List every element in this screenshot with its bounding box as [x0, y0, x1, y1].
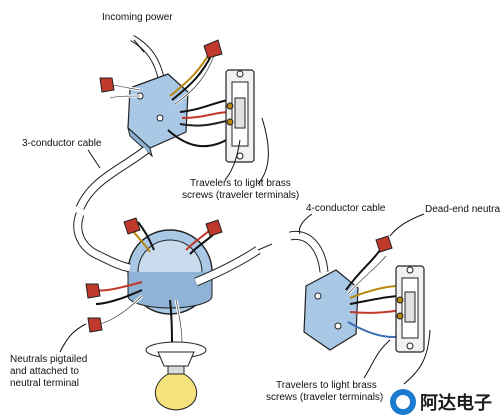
- neutrals-leader: [59, 323, 87, 353]
- ceiling-cable-left: [97, 251, 131, 273]
- right-switch: [395, 265, 425, 353]
- right-leaders: [363, 213, 431, 385]
- watermark-logo-icon: [390, 389, 416, 415]
- neutrals-label-line2: and attached to: [10, 366, 79, 377]
- top-switch: [225, 69, 255, 163]
- top-junction-box: [127, 73, 189, 158]
- right-wire-nuts: [375, 235, 393, 253]
- top-leaders: [133, 39, 269, 185]
- four-conductor-label: 4-conductor cable: [306, 203, 386, 214]
- travelers-top-label-line1: Travelers to light brass: [190, 178, 291, 189]
- dead-end-neutral-label: Dead-end neutral: [425, 204, 500, 215]
- incoming-power-label: Incoming power: [102, 12, 173, 23]
- right-junction-box: [303, 269, 359, 351]
- watermark-text: 阿达电子: [420, 393, 492, 414]
- four-conductor-cable: [257, 213, 329, 273]
- top-wire-nuts: [99, 39, 223, 93]
- three-conductor-cable: [73, 146, 149, 261]
- neutrals-label-line3: neutral terminal: [10, 378, 79, 389]
- three-conductor-label: 3-conductor cable: [22, 138, 102, 149]
- incoming-power-cable: [130, 34, 166, 83]
- travelers-top-label-line2: screws (traveler terminals): [182, 190, 300, 201]
- ceiling-wire-nuts: [85, 217, 223, 333]
- travelers-bottom-label-line1: Travelers to light brass: [276, 380, 377, 391]
- travelers-bottom-label-line2: screws (traveler terminals): [266, 392, 384, 403]
- neutrals-label-line1: Neutrals pigtailed: [10, 354, 88, 365]
- watermark: 阿达电子: [390, 386, 500, 418]
- light-fixture: [145, 341, 207, 411]
